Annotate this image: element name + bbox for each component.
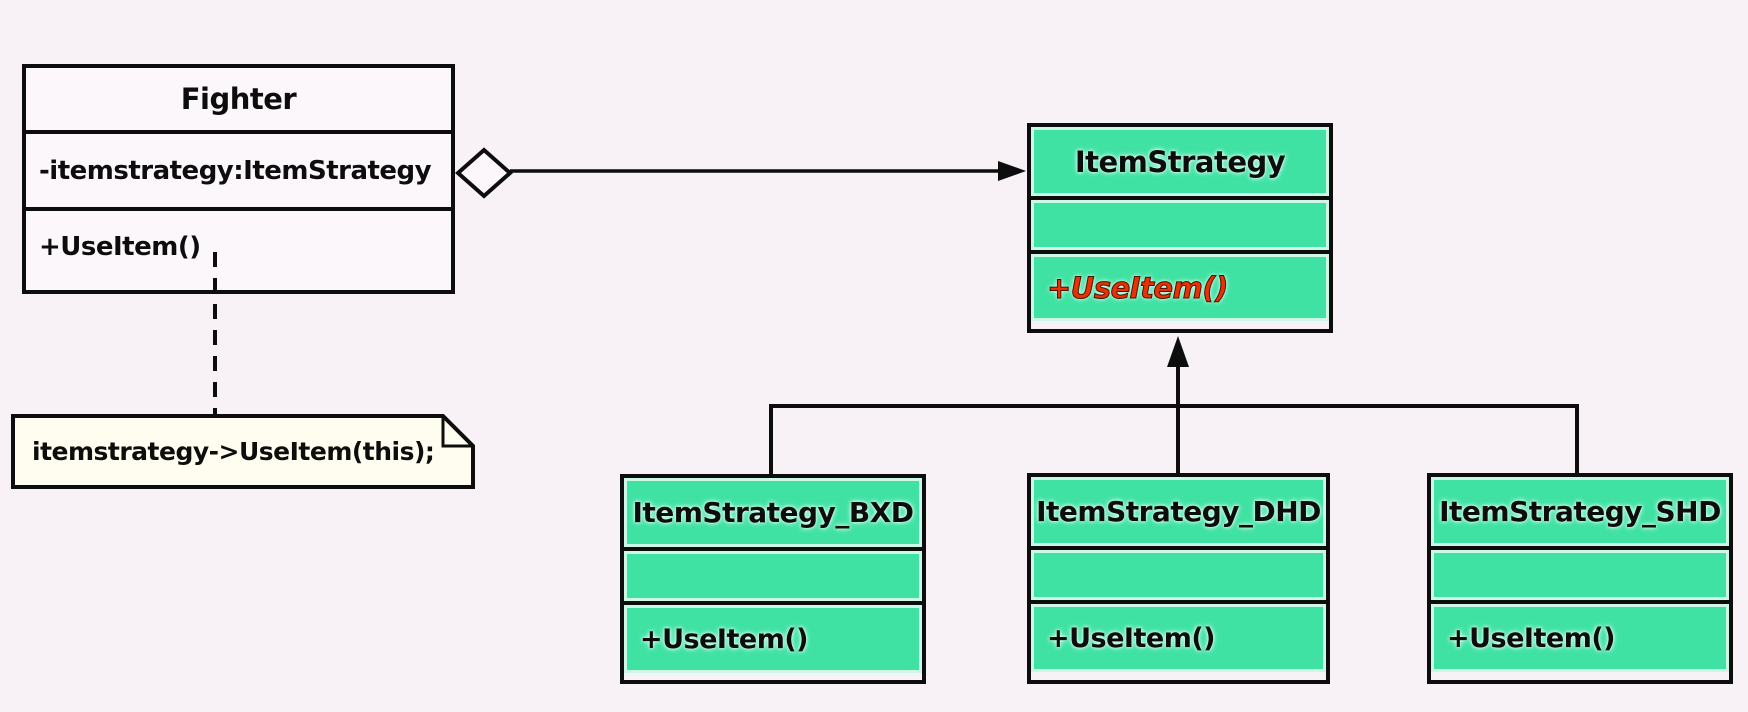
class-title-itemstrategy: ItemStrategy bbox=[1031, 127, 1329, 196]
class-box-itemstrategy-dhd: ItemStrategy_DHD +UseItem() bbox=[1027, 473, 1330, 684]
class-method-itemstrategy-dhd: +UseItem() bbox=[1031, 600, 1326, 672]
note-fold-corner-icon bbox=[441, 416, 473, 448]
generalization-arrowhead-icon bbox=[1167, 336, 1189, 367]
class-attributes-empty bbox=[624, 547, 922, 601]
class-method-itemstrategy-abstract: +UseItem() bbox=[1031, 250, 1329, 321]
class-attributes-empty bbox=[1031, 546, 1326, 600]
class-method-itemstrategy-bxd: +UseItem() bbox=[624, 601, 922, 673]
aggregation-diamond-icon bbox=[454, 147, 514, 199]
class-attributes-empty bbox=[1031, 196, 1329, 250]
class-method-itemstrategy-shd: +UseItem() bbox=[1431, 600, 1729, 672]
class-box-fighter: Fighter -itemstrategy:ItemStrategy +UseI… bbox=[22, 64, 455, 294]
class-title-itemstrategy-dhd: ItemStrategy_DHD bbox=[1031, 477, 1326, 546]
aggregation-arrowhead-icon bbox=[998, 161, 1026, 181]
class-box-itemstrategy-bxd: ItemStrategy_BXD +UseItem() bbox=[620, 474, 926, 684]
class-title-itemstrategy-shd: ItemStrategy_SHD bbox=[1431, 477, 1729, 546]
note-text: itemstrategy->UseItem(this); bbox=[32, 437, 435, 466]
class-method-fighter: +UseItem() bbox=[26, 207, 451, 282]
class-attributes-empty bbox=[1431, 546, 1729, 600]
class-attribute-fighter: -itemstrategy:ItemStrategy bbox=[26, 130, 451, 207]
class-title-itemstrategy-bxd: ItemStrategy_BXD bbox=[624, 478, 922, 547]
class-box-itemstrategy-shd: ItemStrategy_SHD +UseItem() bbox=[1427, 473, 1733, 684]
class-title-fighter: Fighter bbox=[26, 68, 451, 130]
class-box-itemstrategy: ItemStrategy +UseItem() bbox=[1027, 123, 1333, 333]
